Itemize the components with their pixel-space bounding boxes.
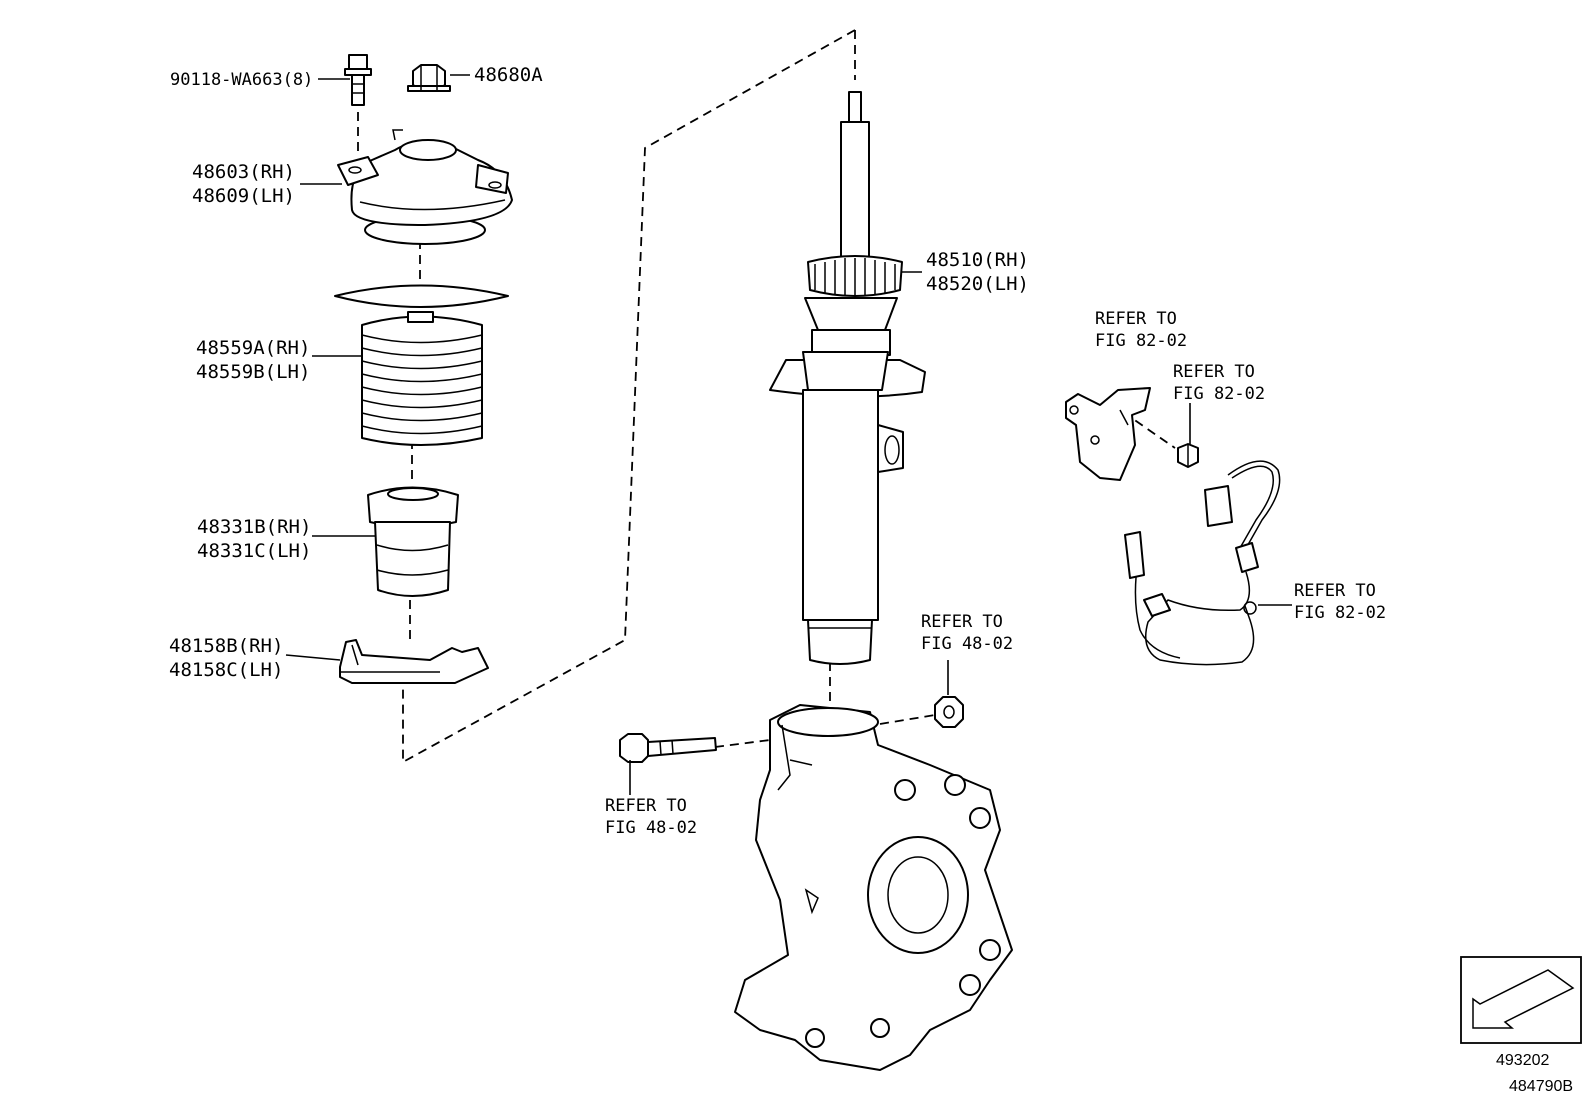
nut-48680a[interactable] bbox=[407, 64, 451, 92]
ref-sensor-wire[interactable]: REFER TO FIG 82-02 bbox=[1294, 581, 1386, 623]
label-bumper-lh[interactable]: 48331C(LH) bbox=[197, 540, 311, 562]
leader-lines bbox=[285, 74, 1292, 795]
ref-bracket[interactable]: REFER TO FIG 82-02 bbox=[1095, 309, 1187, 351]
ref-bracket-line1: REFER TO bbox=[1095, 309, 1177, 329]
ref-sensor-wire-line1: REFER TO bbox=[1294, 581, 1376, 601]
steering-knuckle[interactable] bbox=[734, 704, 1013, 1071]
label-strut-lh[interactable]: 48520(LH) bbox=[926, 273, 1029, 295]
direction-box bbox=[1460, 956, 1582, 1044]
strut-mount[interactable] bbox=[337, 129, 513, 245]
speed-sensor-wire[interactable] bbox=[1124, 460, 1281, 666]
label-boot-rh[interactable]: 48559A(RH) bbox=[196, 337, 310, 359]
bolt-90118[interactable] bbox=[344, 54, 372, 106]
label-boot-lh[interactable]: 48559B(LH) bbox=[196, 361, 310, 383]
label-bumper-rh[interactable]: 48331B(RH) bbox=[197, 516, 311, 538]
label-seat-lh[interactable]: 48158C(LH) bbox=[169, 659, 283, 681]
ref-sensor-bolt-line1: REFER TO bbox=[1173, 362, 1255, 382]
knuckle-bolt[interactable] bbox=[619, 733, 717, 763]
ref-knuckle-nut-line1: REFER TO bbox=[921, 612, 1003, 632]
label-mount-rh[interactable]: 48603(RH) bbox=[192, 161, 295, 183]
ref-knuckle-nut-line2: FIG 48-02 bbox=[921, 634, 1013, 654]
knuckle-nut[interactable] bbox=[934, 696, 964, 728]
ref-sensor-bolt-line2: FIG 82-02 bbox=[1173, 384, 1265, 404]
label-bolt[interactable]: 90118-WA663(8) bbox=[170, 70, 313, 90]
spring-seat[interactable] bbox=[339, 639, 489, 684]
sensor-bolt[interactable] bbox=[1177, 443, 1199, 468]
label-mount-lh[interactable]: 48609(LH) bbox=[192, 185, 295, 207]
ref-knuckle-bolt[interactable]: REFER TO FIG 48-02 bbox=[605, 796, 697, 838]
bump-stopper[interactable] bbox=[367, 486, 459, 597]
label-nut[interactable]: 48680A bbox=[474, 64, 543, 86]
ref-sensor-wire-line2: FIG 82-02 bbox=[1294, 603, 1386, 623]
ref-knuckle-bolt-line1: REFER TO bbox=[605, 796, 687, 816]
label-seat-rh[interactable]: 48158B(RH) bbox=[169, 635, 283, 657]
sensor-bracket[interactable] bbox=[1065, 387, 1151, 481]
front-direction-arrow-icon bbox=[1472, 969, 1575, 1029]
ref-knuckle-nut[interactable]: REFER TO FIG 48-02 bbox=[921, 612, 1013, 654]
ref-number: 484790B bbox=[1509, 1078, 1573, 1095]
dust-boot[interactable] bbox=[334, 284, 509, 446]
label-strut-rh[interactable]: 48510(RH) bbox=[926, 249, 1029, 271]
ref-bracket-line2: FIG 82-02 bbox=[1095, 331, 1187, 351]
fig-number: 493202 bbox=[1496, 1052, 1549, 1069]
ref-sensor-bolt[interactable]: REFER TO FIG 82-02 bbox=[1173, 362, 1265, 404]
ref-knuckle-bolt-line2: FIG 48-02 bbox=[605, 818, 697, 838]
shock-absorber[interactable] bbox=[769, 91, 926, 665]
